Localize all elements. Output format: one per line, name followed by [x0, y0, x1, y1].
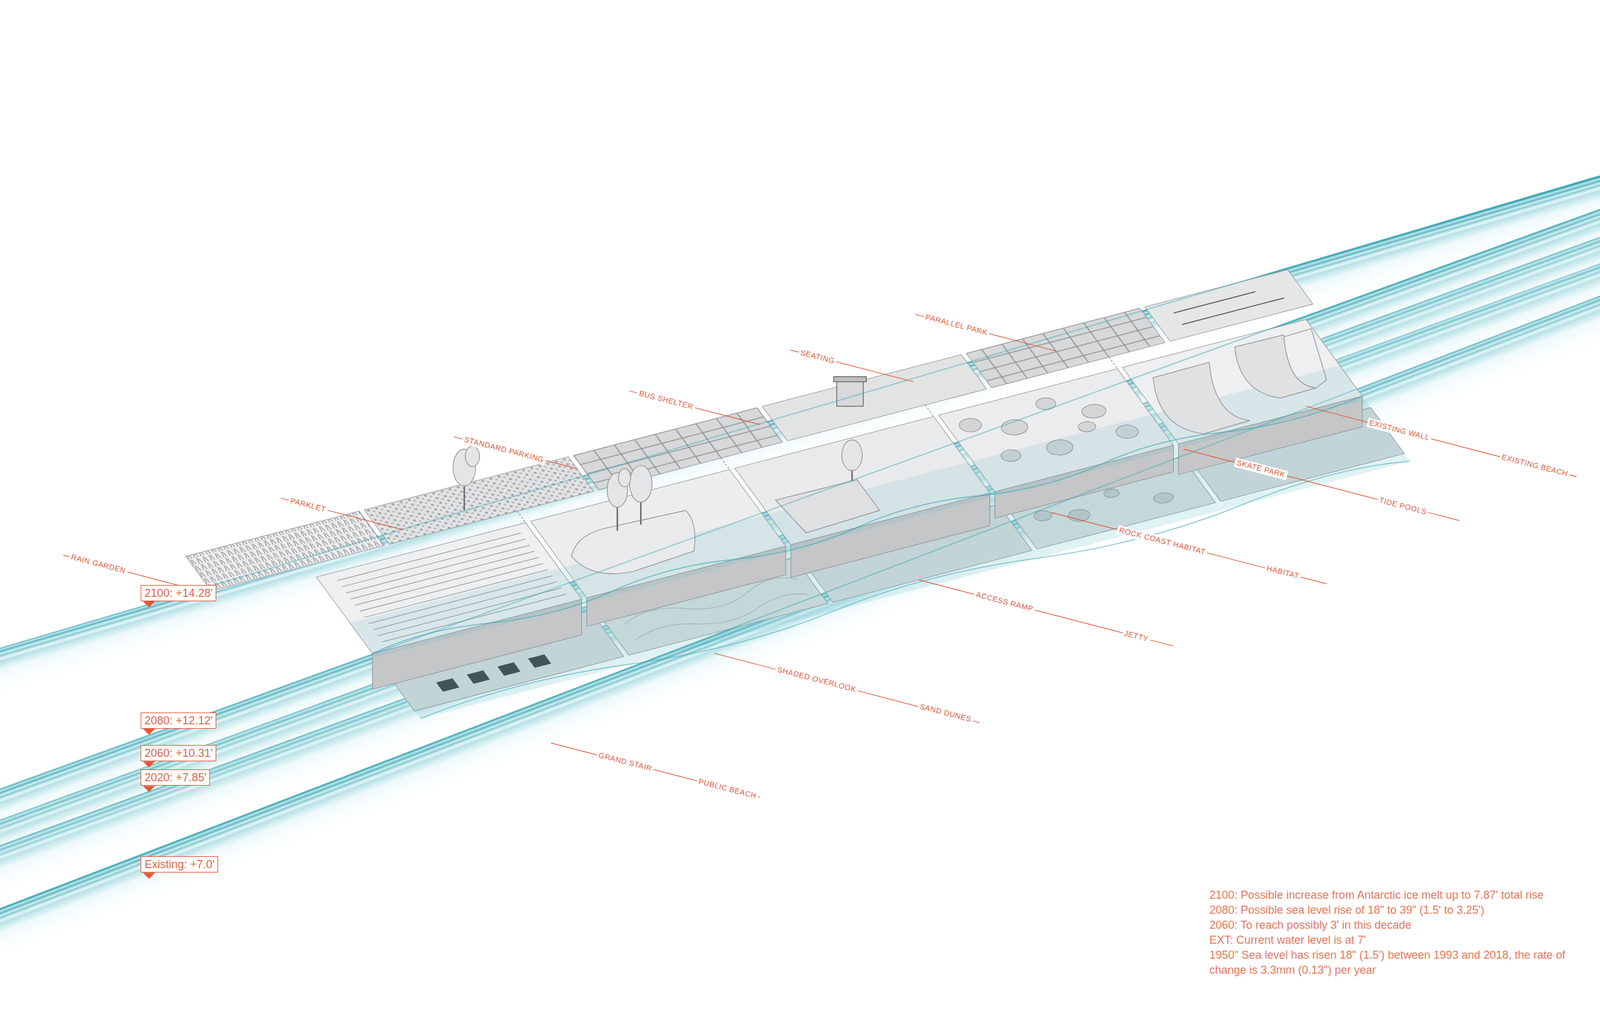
note-text: EXT: Current water level is at 7' [1209, 932, 1585, 948]
callout-label: PUBLIC BEACH [695, 776, 760, 802]
level-triangles [143, 601, 156, 879]
level-marker: Existing: +7.0' [140, 856, 219, 873]
note-text: 1950" Sea level has risen 18" (1.5') bet… [1209, 947, 1585, 978]
callout-label: JETTY [1121, 628, 1152, 645]
callout-label: PARALLEL PARK [922, 311, 991, 339]
callout-label: ROCK COAST HABITAT [1116, 525, 1209, 558]
callout-label: EXISTING WALL [1366, 417, 1433, 444]
callout-label: PARKLET [287, 495, 329, 515]
callout-label: HABITAT [1264, 563, 1303, 582]
callout-label: BUS SHELTER [636, 388, 697, 412]
callout-label: SKATE PARK [1233, 457, 1289, 480]
water-level-strips [0, 175, 1600, 980]
level-text: 2080: +12.12' [144, 714, 213, 727]
level-text: 2060: +10.31' [144, 746, 213, 760]
callout-label: SAND DUNES [916, 701, 975, 725]
level-marker: 2060: +10.31' [140, 745, 217, 762]
callout-label: SHADED OVERLOOK [774, 664, 859, 695]
structure-row [316, 319, 1366, 659]
level-marker: 2100: +14.28' [140, 585, 217, 602]
callout-label: TIDE POOLS [1376, 495, 1430, 518]
note-text: 2100: Possible increase from Antarctic i… [1209, 887, 1585, 903]
callout-label: STANDARD PARKING [461, 434, 547, 465]
callout-label: SEATING [797, 347, 838, 367]
callout-label: EXISTING BEACH [1498, 451, 1571, 480]
callout-label: GRAND STAIR [595, 750, 655, 774]
note-text: 2060: To reach possibly 3' in this decad… [1209, 917, 1585, 933]
level-text: 2020: +7.85' [144, 771, 207, 784]
level-marker: 2080: +12.12' [140, 712, 217, 729]
plan-surfaces [185, 269, 1430, 750]
callout-label: ACCESS RAMP [973, 589, 1037, 615]
level-text: Existing: +7.0' [144, 858, 215, 871]
water-overlay-lines [0, 175, 1600, 909]
note-text: 2080: Possible sea level rise of 18" to … [1209, 902, 1585, 918]
level-text: 2100: +14.28' [144, 586, 213, 600]
leader-lines [63, 314, 1577, 797]
callout-label: RAIN GARDEN [68, 552, 129, 577]
level-marker: 2020: +7.85' [140, 769, 210, 786]
